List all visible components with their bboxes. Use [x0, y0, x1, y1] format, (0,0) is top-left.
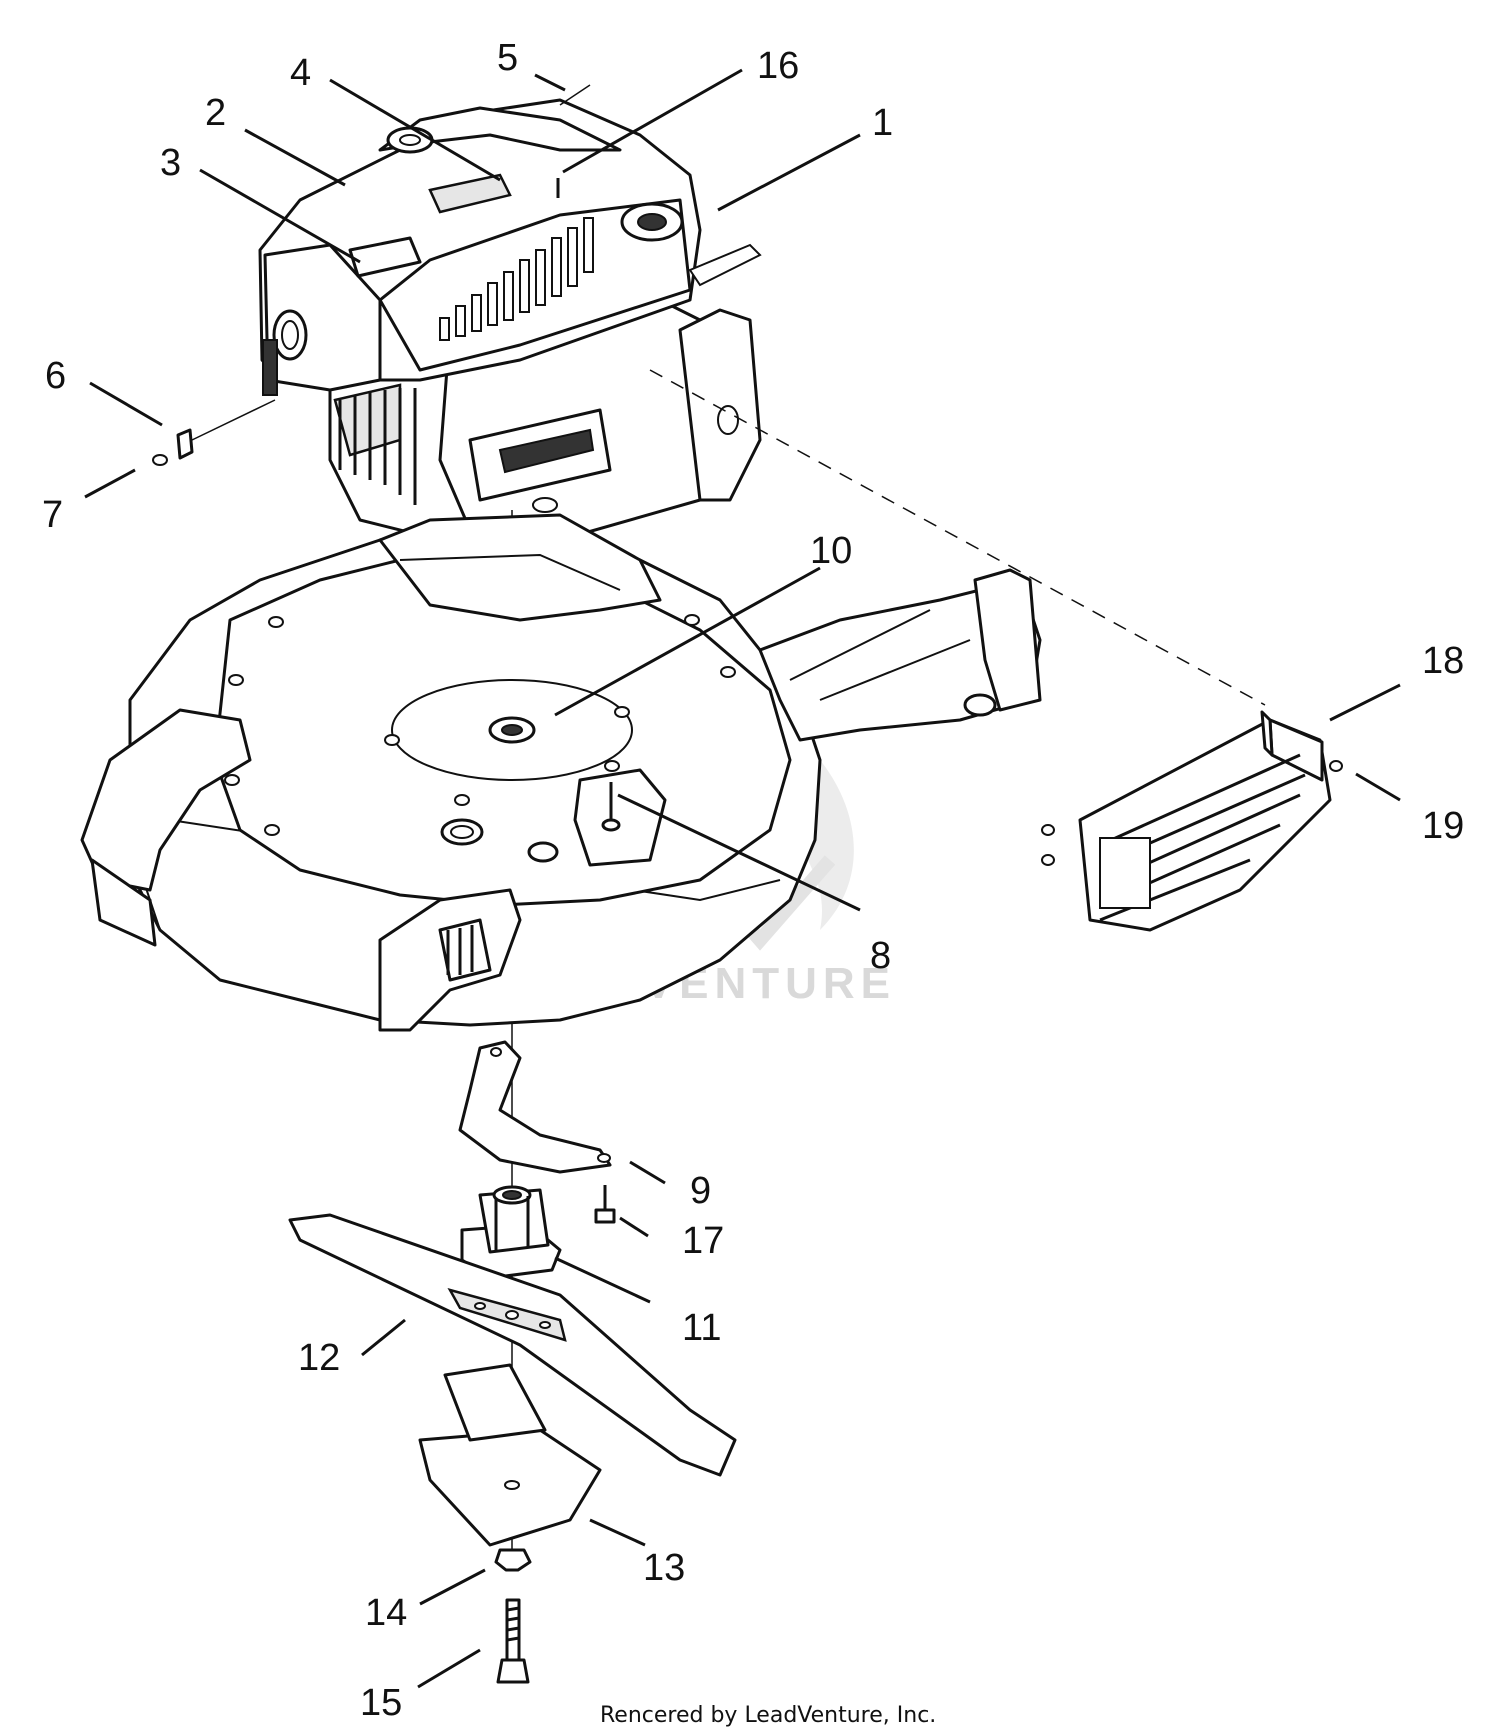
decal-3: [348, 236, 422, 278]
callout-1: 1: [872, 102, 893, 144]
callout-18: 18: [1422, 640, 1464, 682]
assembly-dashed-line: [649, 369, 1266, 706]
callout-14: 14: [365, 1592, 407, 1634]
callout-6: 6: [45, 355, 66, 397]
callout-15: 15: [360, 1682, 402, 1724]
callout-19: 19: [1422, 805, 1464, 847]
cooling-fins: [338, 388, 417, 505]
bolt-17: [594, 1185, 616, 1224]
blade-adapter: [460, 1185, 562, 1280]
leader-lines: [84, 68, 1401, 1689]
decal-4: [428, 173, 512, 214]
callout-numbers: 1 2 3 4 5 6 7 8 9 10 11 12 13 14 15 16 1…: [42, 37, 1464, 1724]
mower-deck: [80, 513, 1042, 1032]
front-bracket-ribs: [446, 925, 474, 975]
grass-shield-slats: [1099, 753, 1306, 922]
callout-2: 2: [205, 92, 226, 134]
callout-17: 17: [682, 1220, 724, 1262]
callout-12: 12: [298, 1337, 340, 1379]
callout-9: 9: [690, 1170, 711, 1212]
callout-10: 10: [810, 530, 852, 572]
callout-11: 11: [682, 1307, 721, 1349]
bolt-thread-lines: [506, 1606, 520, 1642]
engine: [258, 84, 762, 542]
grass-shield: [1041, 710, 1343, 932]
callout-13: 13: [643, 1547, 685, 1589]
callout-3: 3: [160, 142, 181, 184]
callout-7: 7: [42, 494, 63, 536]
render-credit: Rencered by LeadVenture, Inc.: [600, 1703, 936, 1728]
blade: [288, 1213, 737, 1477]
blade-stiffener: [418, 1363, 602, 1547]
engine-bracket-small: [152, 399, 276, 466]
blade-bolt: [494, 1548, 532, 1684]
callout-4: 4: [290, 52, 311, 94]
callout-8: 8: [870, 935, 891, 977]
deck-bolts: [224, 614, 736, 836]
cover-slots: [439, 217, 594, 341]
callout-16: 16: [757, 45, 799, 87]
callout-5: 5: [497, 37, 518, 79]
baffle-strap: [458, 1040, 612, 1174]
